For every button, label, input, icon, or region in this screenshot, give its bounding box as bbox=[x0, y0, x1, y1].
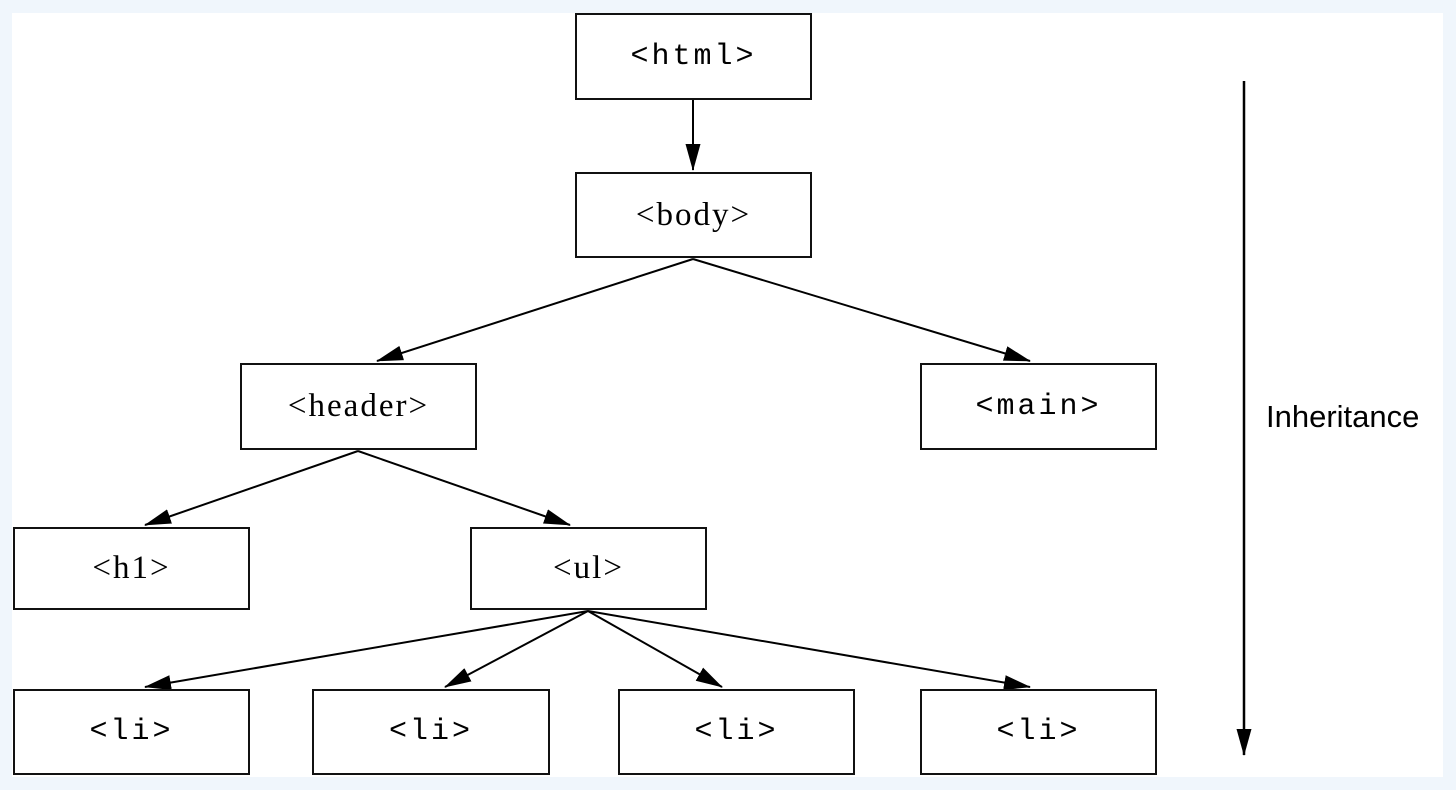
tree-node-h1: <h1> bbox=[13, 527, 250, 610]
edge-body-main bbox=[692, 258, 1031, 362]
tree-node-li-1: <li> bbox=[13, 689, 250, 775]
tree-node-ul: <ul> bbox=[470, 527, 707, 610]
tree-node-body: <body> bbox=[575, 172, 812, 258]
tree-node-li-2-label: <li> bbox=[388, 715, 473, 749]
edge-header-ul bbox=[357, 450, 571, 526]
inheritance-label: Inheritance bbox=[1266, 399, 1420, 434]
tree-node-body-label: <body> bbox=[635, 196, 752, 233]
tree-node-li-1-label: <li> bbox=[89, 715, 174, 749]
tree-node-main-label: <main> bbox=[975, 389, 1102, 424]
edge-header-h1 bbox=[144, 450, 359, 526]
tree-node-li-4: <li> bbox=[920, 689, 1157, 775]
tree-node-li-3-label: <li> bbox=[694, 715, 779, 749]
tree-node-html: <html> bbox=[575, 13, 812, 100]
tree-node-li-3: <li> bbox=[618, 689, 855, 775]
edge-body-header bbox=[376, 258, 694, 362]
edge-ul-li2 bbox=[444, 610, 589, 688]
edge-ul-li4 bbox=[587, 610, 1031, 690]
tree-node-h1-label: <h1> bbox=[92, 550, 171, 586]
edge-ul-li1 bbox=[144, 610, 589, 690]
tree-node-main: <main> bbox=[920, 363, 1157, 450]
tree-node-html-label: <html> bbox=[630, 39, 757, 74]
tree-node-ul-label: <ul> bbox=[553, 550, 624, 586]
tree-node-header: <header> bbox=[240, 363, 477, 450]
edge-ul-li3 bbox=[587, 610, 723, 688]
tree-node-header-label: <header> bbox=[287, 388, 430, 424]
tree-node-li-4-label: <li> bbox=[996, 715, 1081, 749]
tree-node-li-2: <li> bbox=[312, 689, 550, 775]
